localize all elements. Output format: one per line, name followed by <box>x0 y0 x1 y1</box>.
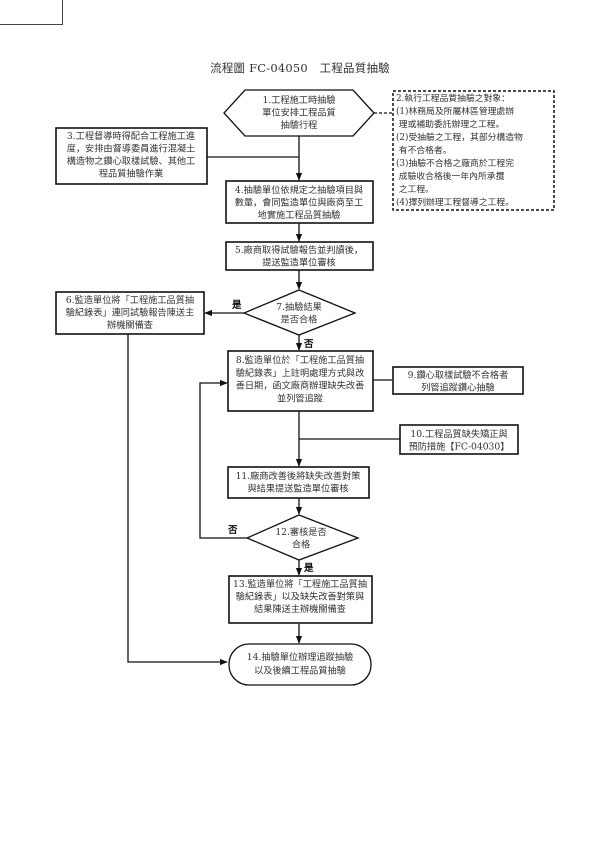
node-2-line: (3)抽驗不合格之廠商於工程完 <box>396 157 514 169</box>
node-2-line: 有不合格者。 <box>396 144 452 156</box>
node-2-line: (4)擇列辦理工程督導之工程。 <box>396 196 514 208</box>
node-4-text: 4.抽驗單位依規定之抽驗項目與數量，會同監造單位與廠商至工地實施工程品質抽驗 <box>235 184 364 221</box>
node-7-line: 7.抽驗結果 <box>276 301 322 313</box>
node-3-text: 3.工程督導時得配合工程施工進度，安排由督導委員進行混凝土構造物之鑽心取樣試驗、… <box>67 130 196 180</box>
node-13-line: 驗紀錄表」以及缺失改善對策與 <box>236 591 365 603</box>
node-4-shape <box>225 180 374 224</box>
edge-label-7-no: 否 <box>303 339 314 350</box>
node-14-line: 14.抽驗單位辦理追蹤抽驗 <box>247 651 354 663</box>
node-13-text: 13.監造單位將「工程施工品質抽驗紀錄表」以及缺失改善對策與結果陳送主辦機關備查 <box>233 578 367 615</box>
node-11-line: 與結果提送監造單位審核 <box>247 483 348 495</box>
node-6-line: 6.監造單位將「工程施工品質抽 <box>66 294 194 306</box>
node-5-line: 5.廠商取得試驗報告並判讀後， <box>235 244 363 256</box>
node-11-text: 11.廠商改善後將缺失改善對策與結果提送監造單位審核 <box>236 470 361 495</box>
node-14-text: 14.抽驗單位辦理追蹤抽驗以及後續工程品質抽驗 <box>247 651 354 677</box>
node-2-line: 成驗收合格後一年內所承攬 <box>396 170 505 182</box>
node-13-shape <box>228 575 373 624</box>
node-2-line: 理或補助委託辦理之工程。 <box>396 118 504 130</box>
node-6-text: 6.監造單位將「工程施工品質抽驗紀錄表」連同試驗報告陳送主辦機關備查 <box>66 294 195 331</box>
node-3-line: 構造物之鑽心取樣試驗、其他工 <box>67 155 196 167</box>
node-2-line: 之工程。 <box>396 183 434 195</box>
node-12-line: 合格 <box>292 539 310 551</box>
edge-6-14 <box>127 334 228 666</box>
node-3-line: 程品質抽驗作業 <box>99 168 163 180</box>
node-5-line: 提送監造單位審核 <box>262 257 336 269</box>
node-8-shape <box>227 350 374 412</box>
node-12-text: 12.審核是否合格 <box>275 526 326 551</box>
node-9-line: 9.鑽心取樣試驗不合格者 <box>408 369 509 381</box>
edge-12-8-loop <box>199 379 247 539</box>
node-2-line: 2.執行工程品質抽驗之對象： <box>396 92 510 104</box>
node-9-text: 9.鑽心取樣試驗不合格者列管追蹤鑽心抽驗 <box>408 369 509 394</box>
node-10-shape <box>399 424 519 455</box>
node-5-text: 5.廠商取得試驗報告並判讀後，提送監造單位審核 <box>235 244 363 269</box>
node-6-shape <box>55 291 205 335</box>
edge-label-12-yes: 是 <box>303 562 314 574</box>
node-11-line: 11.廠商改善後將缺失改善對策 <box>236 470 361 482</box>
node-4-line: 數量，會同監造單位與廠商至工 <box>235 197 364 209</box>
page-title: 流程圖 FC-04050 工程品質抽驗 <box>210 61 390 75</box>
node-12-shape <box>245 514 360 561</box>
node-2-line: (1)林務局及所屬林區管理處辦 <box>396 105 514 117</box>
node-4-line: 地實施工程品質抽驗 <box>258 209 341 221</box>
node-6-line: 驗紀錄表」連同試驗報告陳送主 <box>66 307 195 319</box>
node-7-line: 是否合格 <box>281 314 318 326</box>
node-3-line: 3.工程督導時得配合工程施工進 <box>67 130 195 142</box>
node-10-line: 10.工程品質缺失矯正與 <box>410 428 507 440</box>
node-5-shape <box>225 241 374 271</box>
node-8-line: 善日期，函文廠商辦理缺失改善 <box>236 380 365 392</box>
node-1-text: 1.工程施工時抽驗單位安排工程品質抽驗行程 <box>262 94 336 131</box>
node-8-line: 8.監造單位於「工程施工品質抽 <box>236 354 364 366</box>
node-14-line: 以及後續工程品質抽驗 <box>254 665 346 677</box>
node-1-line: 單位安排工程品質 <box>262 107 336 119</box>
node-3-line: 度，安排由督導委員進行混凝土 <box>67 143 196 155</box>
node-11-shape <box>227 466 370 499</box>
node-7-text: 7.抽驗結果是否合格 <box>276 301 322 326</box>
node-9-line: 列管追蹤鑽心抽驗 <box>421 382 495 394</box>
node-8-text: 8.監造單位於「工程施工品質抽驗紀錄表」上註明處理方式與改善日期，函文廠商辦理缺… <box>236 354 365 404</box>
node-2-text: 2.執行工程品質抽驗之對象：(1)林務局及所屬林區管理處辦 理或補助委託辦理之工… <box>396 92 523 208</box>
node-6-line: 辦機關備查 <box>107 319 153 331</box>
connectors <box>127 112 400 666</box>
corner-frame <box>0 0 63 25</box>
node-10-line: 預防措施【FC-04030】 <box>409 441 510 453</box>
node-3-shape <box>55 127 208 185</box>
node-1-line: 抽驗行程 <box>281 119 318 131</box>
edge-label-7-yes: 是 <box>231 299 242 311</box>
node-12-line: 12.審核是否 <box>275 526 326 538</box>
node-9-shape <box>392 366 524 395</box>
node-1-shape <box>223 89 375 137</box>
node-14-shape <box>228 643 372 686</box>
node-13-line: 13.監造單位將「工程施工品質抽 <box>233 578 367 590</box>
node-8-line: 驗紀錄表」上註明處理方式與改 <box>236 367 365 379</box>
node-13-line: 結果陳送主辦機關備查 <box>254 603 346 615</box>
node-1-line: 1.工程施工時抽驗 <box>262 94 335 106</box>
edge-label-12-no: 否 <box>227 525 238 536</box>
node-8-line: 並列管追蹤 <box>277 392 323 404</box>
node-2-line: (2)受抽驗之工程，其部分構造物 <box>396 131 523 143</box>
node-2-shape <box>392 90 555 211</box>
node-4-line: 4.抽驗單位依規定之抽驗項目與 <box>235 184 363 196</box>
node-7-shape <box>242 289 357 336</box>
node-10-text: 10.工程品質缺失矯正與預防措施【FC-04030】 <box>409 428 510 453</box>
